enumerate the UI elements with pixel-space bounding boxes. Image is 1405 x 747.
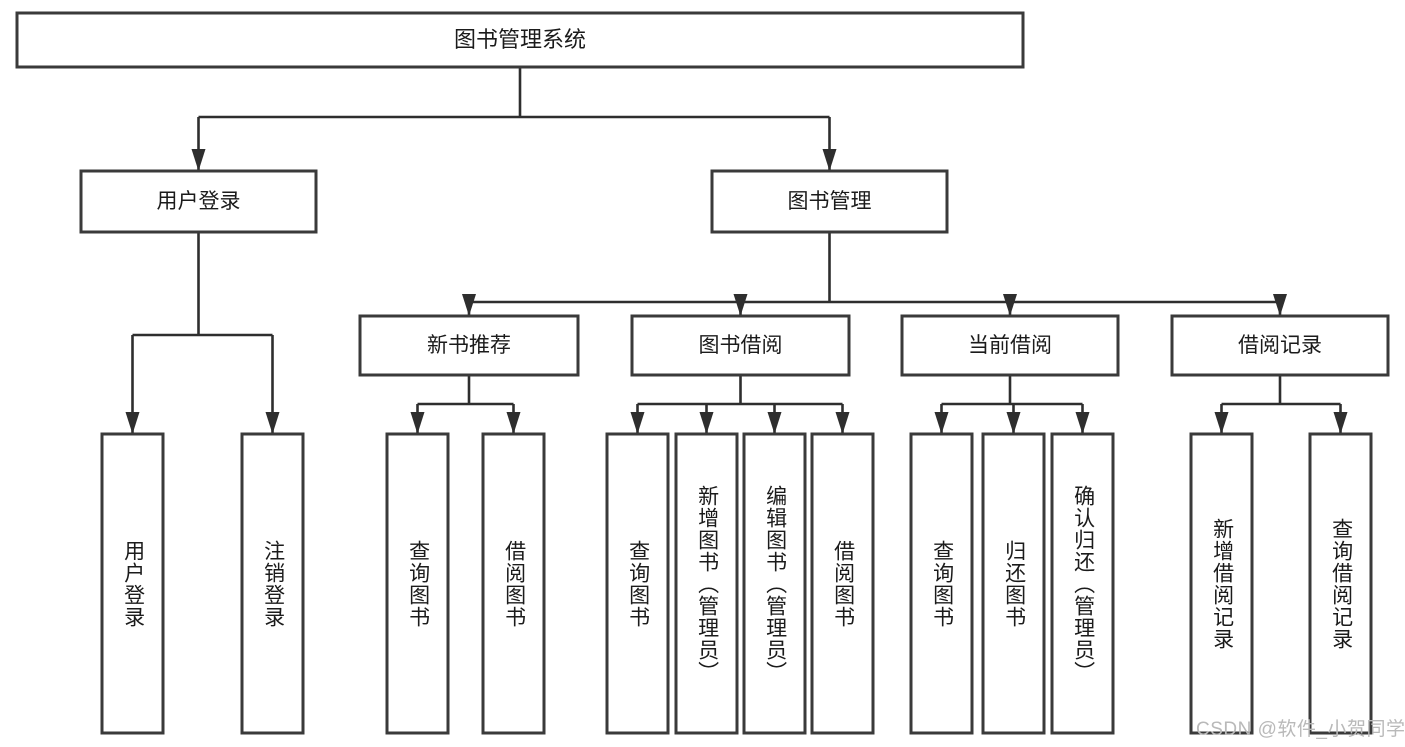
node-level3-2[interactable] (900, 314, 1120, 377)
node-leaf-12[interactable] (1308, 432, 1373, 735)
node-leaf-6[interactable] (742, 432, 807, 735)
arrow-head-icon (1003, 294, 1017, 316)
node-leaf-9[interactable] (981, 432, 1046, 735)
arrow-head-icon (1075, 412, 1090, 434)
arrow-head-icon (822, 149, 837, 171)
arrow-head-icon (506, 412, 521, 434)
node-leaf-2[interactable] (385, 432, 450, 735)
node-level2-1[interactable] (710, 169, 949, 234)
node-root-label: 图书管理系统 (454, 27, 586, 52)
arrow-head-icon (1006, 412, 1021, 434)
arrow-head-icon (767, 412, 782, 434)
node-level2-label-0: 用户登录 (157, 190, 241, 213)
arrow-head-icon (630, 412, 645, 434)
node-level3-label-1: 图书借阅 (699, 334, 783, 357)
node-leaf-7[interactable] (810, 432, 875, 735)
connectors-layer (125, 67, 1348, 434)
node-level3-0[interactable] (358, 314, 580, 377)
node-level2-label-1: 图书管理 (788, 190, 872, 213)
node-leaf-3[interactable] (481, 432, 546, 735)
arrow-head-icon (1333, 412, 1348, 434)
node-leaf-11[interactable] (1189, 432, 1254, 735)
arrow-head-icon (1273, 294, 1287, 316)
arrow-head-icon (191, 149, 206, 171)
arrow-head-icon (835, 412, 850, 434)
arrow-head-icon (699, 412, 714, 434)
node-leaf-8[interactable] (909, 432, 974, 735)
node-root[interactable] (15, 11, 1025, 69)
node-leaf-1[interactable] (240, 432, 305, 735)
boxes-layer (15, 11, 1390, 735)
node-level3-label-3: 借阅记录 (1238, 334, 1322, 357)
arrow-head-icon (125, 412, 140, 434)
node-leaf-10[interactable] (1050, 432, 1115, 735)
node-leaf-5[interactable] (674, 432, 739, 735)
node-leaf-4[interactable] (605, 432, 670, 735)
arrow-head-icon (265, 412, 280, 434)
node-level3-label-0: 新书推荐 (427, 334, 511, 357)
arrow-head-icon (733, 294, 748, 316)
node-level3-1[interactable] (630, 314, 851, 377)
node-leaf-0[interactable] (100, 432, 165, 735)
node-level3-3[interactable] (1170, 314, 1390, 377)
csdn-watermark: CSDN @软件_小贺同学 (1196, 719, 1405, 740)
arrow-head-icon (410, 412, 425, 434)
arrow-head-icon (1214, 412, 1229, 434)
node-level3-label-2: 当前借阅 (968, 334, 1052, 357)
arrow-head-icon (462, 294, 476, 316)
arrow-head-icon (934, 412, 949, 434)
node-level2-0[interactable] (79, 169, 318, 234)
